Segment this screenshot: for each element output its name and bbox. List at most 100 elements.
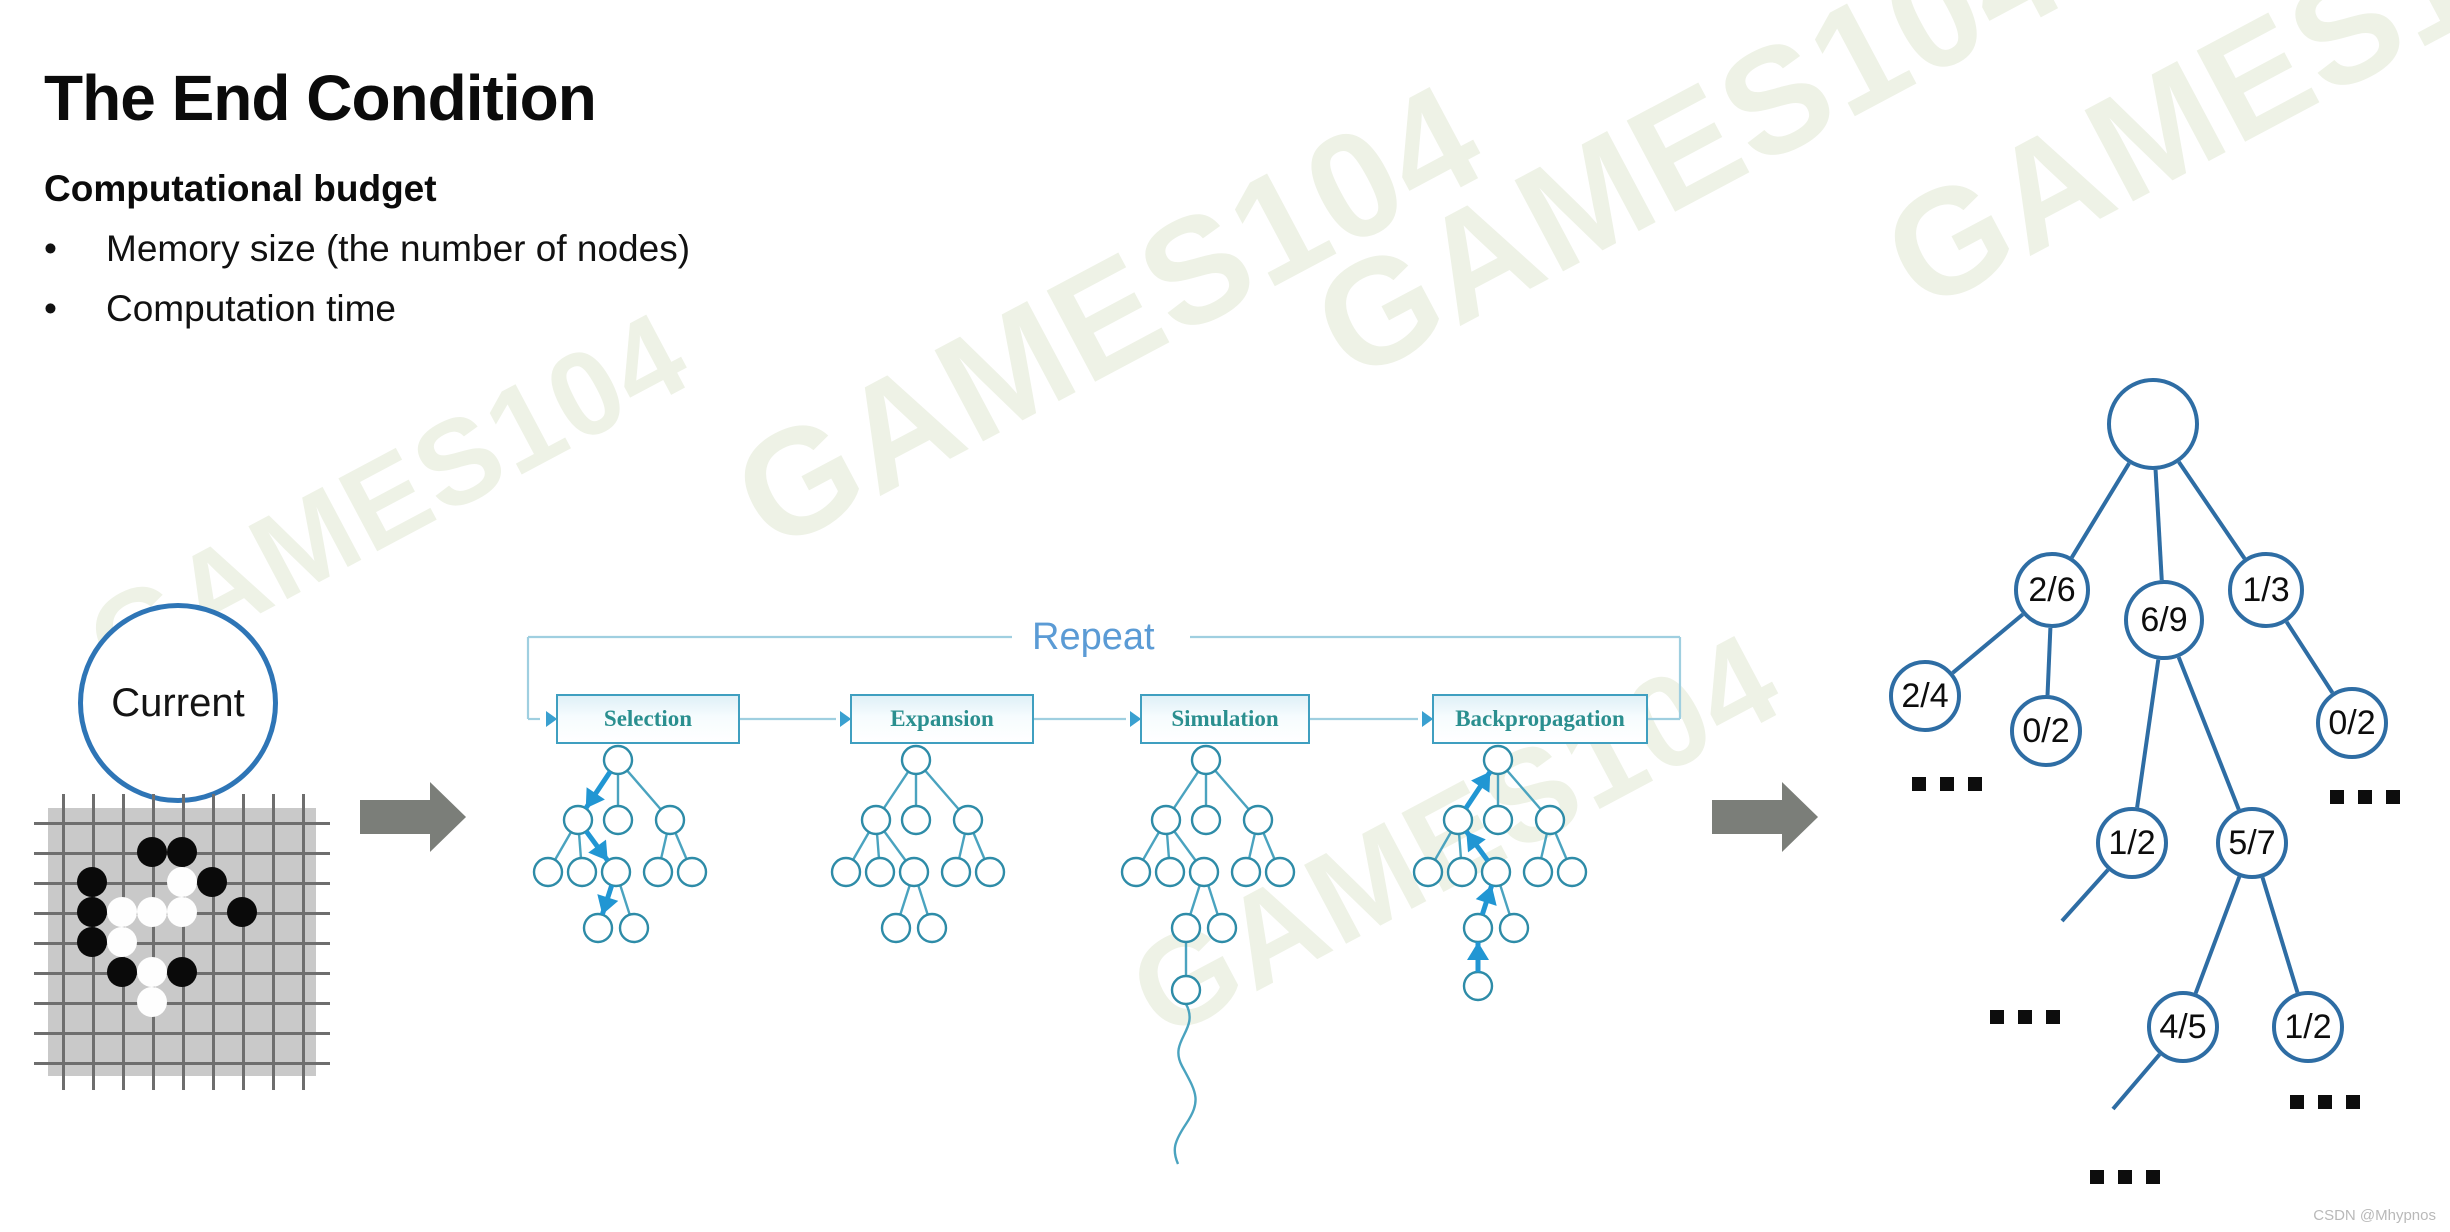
- tree-node-label: 1/3: [2242, 570, 2290, 609]
- selection-arrow: [583, 770, 613, 810]
- tree-node-1-2: 1/2: [2272, 991, 2344, 1063]
- mini-tree-edge: [915, 759, 969, 821]
- mini-tree-node: [900, 744, 932, 776]
- backprop-arrow-head: [1467, 942, 1489, 960]
- mini-tree-edge: [546, 819, 580, 873]
- result-tree-stub-edge: [2060, 868, 2110, 923]
- tree-node-label: 1/2: [2284, 1007, 2332, 1046]
- repeat-label: Repeat: [1018, 616, 1169, 659]
- result-tree-edge: [2177, 460, 2247, 560]
- mini-tree-node: [1190, 804, 1222, 836]
- stage-label: Expansion: [890, 706, 994, 731]
- selection-arrow-head: [588, 839, 608, 861]
- mini-tree-node: [916, 912, 948, 944]
- mini-tree-edge: [656, 819, 672, 873]
- tree-node-label: 5/7: [2228, 823, 2276, 862]
- tree-node-1-3: 1/3: [2228, 552, 2304, 628]
- mini-tree-edge: [874, 819, 882, 873]
- go-stone-black: [77, 897, 107, 927]
- mini-tree-node: [654, 804, 686, 836]
- tree-node-1-2: 1/2: [2096, 807, 2168, 879]
- attribution-credit: CSDN @Mhypnos: [2313, 1207, 2436, 1224]
- bullet-text: Computation time: [106, 288, 396, 329]
- mini-tree-node: [1498, 912, 1530, 944]
- go-stone-black: [77, 927, 107, 957]
- mini-tree-node: [1242, 804, 1274, 836]
- mini-tree-edge: [617, 759, 671, 821]
- result-tree-edge: [2284, 620, 2335, 694]
- mini-tree-node: [1150, 804, 1182, 836]
- tree-node-5-7: 5/7: [2216, 807, 2288, 879]
- tree-node-label: 4/5: [2159, 1007, 2207, 1046]
- tree-node-label: 1/2: [2108, 823, 2156, 862]
- mini-tree-node: [880, 912, 912, 944]
- mini-tree-node: [898, 856, 930, 888]
- mini-tree-edge: [1134, 819, 1168, 873]
- mini-tree-node: [1190, 744, 1222, 776]
- mini-tree-edge: [912, 871, 934, 929]
- tree-node-label: 2/6: [2028, 570, 2076, 609]
- tree-node-root: [2107, 378, 2199, 470]
- mini-tree-edge: [1165, 759, 1207, 821]
- mini-tree-edge: [1205, 759, 1259, 821]
- tree-node-label: 2/4: [1901, 676, 1949, 715]
- stage-box-simulation[interactable]: Simulation: [1140, 694, 1310, 744]
- selection-arrow-head: [585, 787, 605, 809]
- bullet-marker: •: [44, 228, 57, 269]
- go-stone-black: [77, 867, 107, 897]
- mini-tree-edge: [1165, 819, 1205, 873]
- result-tree-edge: [2070, 462, 2131, 559]
- section-subheading: Computational budget: [44, 168, 437, 209]
- mini-tree-node: [602, 744, 634, 776]
- current-state-label: Current: [111, 680, 245, 725]
- mini-tree-edge: [614, 871, 636, 929]
- mini-tree-node: [676, 856, 708, 888]
- mini-tree-node: [582, 912, 614, 944]
- bullet-text: Memory size (the number of nodes): [106, 228, 691, 269]
- result-tree-edge: [2135, 659, 2161, 808]
- mini-tree-node: [600, 856, 632, 888]
- result-tree-edge: [2045, 627, 2053, 696]
- watermark-games104-5: GAMES104: [1107, 603, 1803, 1067]
- selection-arrow: [584, 829, 610, 863]
- go-board: [34, 794, 330, 1090]
- stage-box-backpropagation[interactable]: Backpropagation: [1432, 694, 1648, 744]
- mini-tree-node: [618, 912, 650, 944]
- mini-tree-edge: [596, 871, 618, 929]
- mini-tree-edge: [577, 819, 617, 873]
- mini-tree-node: [830, 856, 862, 888]
- mini-tree-node: [860, 804, 892, 836]
- tree-node-label: 0/2: [2328, 703, 2376, 742]
- go-stone-white: [107, 897, 137, 927]
- ellipsis-left-bottom: [1990, 1010, 2060, 1024]
- mini-tree-edge: [966, 819, 992, 873]
- ellipsis-left-top: [1912, 777, 1982, 791]
- ellipsis-right-top: [2330, 790, 2400, 804]
- selection-arrow-head: [597, 894, 619, 915]
- mini-tree-node: [566, 856, 598, 888]
- selection-arrow: [599, 884, 615, 916]
- tree-node-4-5: 4/5: [2147, 991, 2219, 1063]
- mini-tree-node: [1120, 856, 1152, 888]
- stage-box-expansion[interactable]: Expansion: [850, 694, 1034, 744]
- mini-tree-node: [1462, 912, 1494, 944]
- stage-box-selection[interactable]: Selection: [556, 694, 740, 744]
- mini-tree-edge: [577, 759, 619, 821]
- tree-node-0-2: 0/2: [2010, 695, 2082, 767]
- mini-tree-edge: [668, 819, 694, 873]
- mini-tree-edge: [954, 819, 970, 873]
- go-stone-white: [137, 957, 167, 987]
- result-tree-edge: [2153, 469, 2164, 581]
- mini-tree-node: [642, 856, 674, 888]
- mini-tree-node: [562, 804, 594, 836]
- mini-tree-node: [602, 804, 634, 836]
- stage-label: Selection: [603, 706, 693, 731]
- mini-tree-node: [1462, 970, 1494, 1002]
- page-title: The End Condition: [44, 61, 597, 134]
- mini-tree-edge: [844, 819, 878, 873]
- tree-node-label: 6/9: [2140, 600, 2188, 639]
- go-stone-white: [107, 927, 137, 957]
- go-stone-black: [107, 957, 137, 987]
- mini-tree-edge: [875, 819, 915, 873]
- go-stone-black: [197, 867, 227, 897]
